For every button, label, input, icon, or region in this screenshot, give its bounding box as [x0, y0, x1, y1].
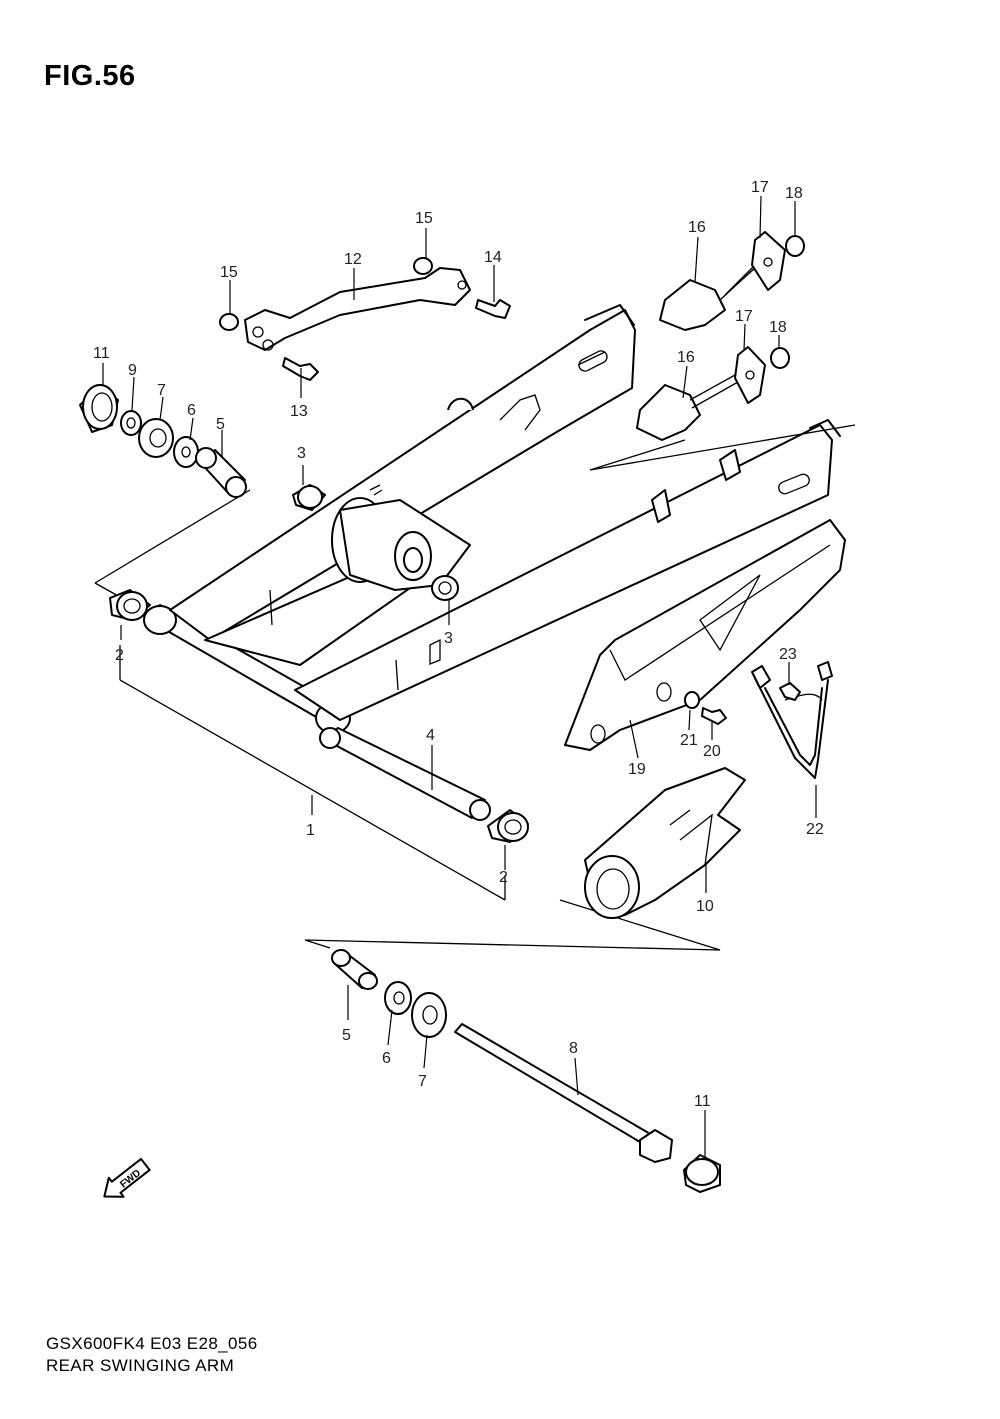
callout-23: 23 [779, 646, 797, 663]
washer-part-21 [684, 691, 700, 709]
nut-part-18a [785, 235, 805, 257]
figure-caption: REAR SWINGING ARM [46, 1356, 235, 1375]
callout-15: 15 [415, 210, 433, 227]
callout-22: 22 [806, 821, 824, 838]
collar-part-11a [79, 384, 119, 433]
leader-lines [102, 195, 817, 1158]
pivot-bolt-part-8 [454, 1023, 673, 1163]
callout-3: 3 [444, 630, 453, 647]
model-code: GSX600FK4 E03 E28_056 [46, 1334, 258, 1353]
bushing-part-2a [109, 589, 151, 621]
chain-guard-part-10 [584, 767, 746, 919]
callout-4: 4 [426, 727, 435, 744]
plate-part-17a [751, 231, 786, 291]
callout-6: 6 [187, 402, 196, 419]
bushing-part-2b [487, 809, 529, 843]
bolt-part-20 [701, 707, 727, 725]
callout-8: 8 [569, 1040, 578, 1057]
callout-2: 2 [499, 869, 508, 886]
bolt-part-14 [475, 299, 511, 319]
callout-21: 21 [680, 732, 698, 749]
figure-footer: GSX600FK4 E03 E28_056 REAR SWINGING ARM [46, 1333, 258, 1377]
callout-15: 15 [220, 264, 238, 281]
callout-6: 6 [382, 1050, 391, 1067]
bushing-part-5b [331, 949, 378, 990]
seal-part-7a [138, 418, 174, 458]
callout-7: 7 [157, 382, 166, 399]
nut-part-9 [120, 410, 142, 436]
callout-2: 2 [115, 647, 124, 664]
spacer-tube-part-4 [319, 727, 491, 821]
callout-18: 18 [785, 185, 803, 202]
chain-case-part-19 [564, 519, 846, 751]
callout-9: 9 [128, 362, 137, 379]
adjuster-part-16b [636, 374, 739, 441]
callout-3: 3 [297, 445, 306, 462]
bushing-part-3a [292, 484, 326, 511]
callout-17: 17 [751, 179, 769, 196]
callout-10: 10 [696, 898, 714, 915]
plate-part-17b [734, 346, 766, 404]
washer-part-6b [384, 981, 412, 1015]
nut-part-15b [413, 257, 433, 275]
collar-part-11b [683, 1154, 721, 1193]
callout-17: 17 [735, 308, 753, 325]
callout-18: 18 [769, 319, 787, 336]
callout-13: 13 [290, 403, 308, 420]
bracket-part-22 [751, 661, 833, 779]
bolt-part-23 [779, 682, 801, 701]
seal-part-7b [411, 992, 447, 1038]
nut-part-18b [770, 347, 790, 369]
callout-14: 14 [484, 249, 502, 266]
adjuster-part-16a [659, 259, 763, 331]
callout-11: 11 [694, 1093, 711, 1110]
figure-title: FIG.56 [44, 60, 136, 92]
fwd-arrow-icon: FWD [103, 1157, 151, 1198]
callout-1: 1 [306, 822, 315, 839]
callout-16: 16 [677, 349, 695, 366]
callout-12: 12 [344, 251, 362, 268]
bushing-part-5a [195, 447, 247, 498]
nut-part-15a [219, 313, 239, 331]
bushing-part-3b [431, 575, 459, 601]
callout-11: 11 [93, 345, 110, 362]
callout-labels: 1 2 2 3 3 4 5 5 6 6 7 7 8 9 10 11 11 12 … [93, 179, 824, 1110]
callout-5: 5 [342, 1027, 351, 1044]
torque-rod-part-12 [244, 267, 471, 351]
callout-16: 16 [688, 219, 706, 236]
washer-part-6a [173, 436, 199, 468]
callout-7: 7 [418, 1073, 427, 1090]
callout-20: 20 [703, 743, 721, 760]
callout-5: 5 [216, 416, 225, 433]
swingarm-part [143, 304, 841, 734]
callout-19: 19 [628, 761, 646, 778]
